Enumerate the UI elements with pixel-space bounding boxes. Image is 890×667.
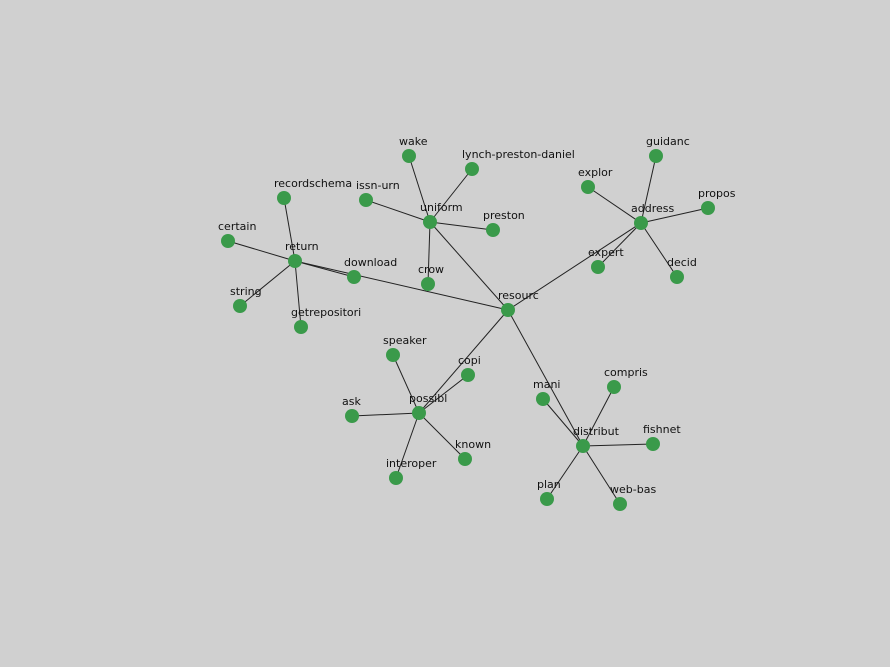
- node-label-ask: ask: [342, 395, 361, 408]
- node-label-possibl: possibl: [409, 392, 447, 405]
- node-label-decid: decid: [667, 256, 697, 269]
- edge-address-explor: [587, 186, 642, 224]
- node-guidanc[interactable]: [649, 149, 663, 163]
- node-label-fishnet: fishnet: [643, 423, 681, 436]
- edge-return-download: [294, 260, 355, 278]
- node-compris[interactable]: [607, 380, 621, 394]
- node-expert[interactable]: [591, 260, 605, 274]
- edge-distribut-mani: [542, 398, 584, 447]
- node-certain[interactable]: [221, 234, 235, 248]
- edge-distribut-fishnet: [582, 443, 654, 447]
- node-label-distribut: distribut: [573, 425, 620, 438]
- node-wake[interactable]: [402, 149, 416, 163]
- node-return[interactable]: [288, 254, 302, 268]
- node-label-explor: explor: [578, 166, 613, 179]
- node-string[interactable]: [233, 299, 247, 313]
- node-address[interactable]: [634, 216, 648, 230]
- node-label-speaker: speaker: [383, 334, 427, 347]
- edge-address-propos: [640, 207, 709, 224]
- edge-resourc-possibl: [418, 309, 509, 414]
- edge-resourc-uniform: [429, 221, 509, 311]
- node-ask[interactable]: [345, 409, 359, 423]
- node-label-getrepositori: getrepositori: [291, 306, 361, 319]
- node-label-download: download: [344, 256, 397, 269]
- edge-uniform-issn-urn: [365, 199, 431, 223]
- node-label-issn-urn: issn-urn: [356, 179, 400, 192]
- edge-possibl-known: [418, 412, 466, 460]
- edge-return-recordschema: [283, 197, 296, 262]
- node-label-plan: plan: [537, 478, 561, 491]
- node-explor[interactable]: [581, 180, 595, 194]
- edge-possibl-speaker: [392, 354, 420, 414]
- graph-nodes: [221, 149, 715, 511]
- edge-resourc-distribut: [507, 309, 584, 447]
- node-fishnet[interactable]: [646, 437, 660, 451]
- edge-possibl-ask: [351, 412, 420, 417]
- node-label-compris: compris: [604, 366, 648, 379]
- node-label-return: return: [285, 240, 319, 253]
- node-lynch-preston-daniel[interactable]: [465, 162, 479, 176]
- edge-address-expert: [597, 222, 642, 268]
- edge-resourc-return: [294, 260, 509, 311]
- edge-address-guidanc: [640, 155, 657, 224]
- node-issn-urn[interactable]: [359, 193, 373, 207]
- node-label-web-bas: web-bas: [610, 483, 656, 496]
- node-label-copi: copi: [458, 354, 481, 367]
- graph-edges: [227, 155, 709, 505]
- node-recordschema[interactable]: [277, 191, 291, 205]
- node-crow[interactable]: [421, 277, 435, 291]
- node-download[interactable]: [347, 270, 361, 284]
- node-known[interactable]: [458, 452, 472, 466]
- node-copi[interactable]: [461, 368, 475, 382]
- edge-uniform-wake: [408, 155, 431, 223]
- node-label-expert: expert: [588, 246, 624, 259]
- edge-distribut-compris: [582, 386, 615, 447]
- node-plan[interactable]: [540, 492, 554, 506]
- node-getrepositori[interactable]: [294, 320, 308, 334]
- node-preston[interactable]: [486, 223, 500, 237]
- node-mani[interactable]: [536, 392, 550, 406]
- node-decid[interactable]: [670, 270, 684, 284]
- edge-distribut-plan: [546, 445, 584, 500]
- edge-uniform-crow: [427, 221, 431, 285]
- edge-address-decid: [640, 222, 678, 278]
- node-speaker[interactable]: [386, 348, 400, 362]
- node-uniform[interactable]: [423, 215, 437, 229]
- graph-labels: resourc uniform wake lynch-preston-daniel is…: [218, 135, 736, 496]
- node-label-recordschema: recordschema: [274, 177, 352, 190]
- node-label-wake: wake: [399, 135, 428, 148]
- edge-uniform-preston: [429, 221, 494, 231]
- edge-possibl-interoper: [395, 412, 420, 479]
- node-label-preston: preston: [483, 209, 525, 222]
- node-label-mani: mani: [533, 378, 560, 391]
- node-distribut[interactable]: [576, 439, 590, 453]
- node-web-bas[interactable]: [613, 497, 627, 511]
- node-label-lynch-preston-daniel: lynch-preston-daniel: [462, 148, 575, 161]
- edge-distribut-web-bas: [582, 445, 621, 505]
- node-label-crow: crow: [418, 263, 444, 276]
- node-label-known: known: [455, 438, 491, 451]
- node-label-resourc: resourc: [498, 289, 539, 302]
- node-propos[interactable]: [701, 201, 715, 215]
- edge-possibl-copi: [418, 374, 469, 414]
- edge-resourc-address: [507, 222, 642, 311]
- node-label-propos: propos: [698, 187, 736, 200]
- node-possibl[interactable]: [412, 406, 426, 420]
- edge-return-certain: [227, 240, 296, 262]
- node-label-certain: certain: [218, 220, 256, 233]
- edge-return-getrepositori: [294, 260, 302, 328]
- node-label-address: address: [631, 202, 674, 215]
- edge-uniform-lynch-preston-daniel: [429, 168, 473, 223]
- node-label-uniform: uniform: [420, 201, 463, 214]
- node-label-string: string: [230, 285, 262, 298]
- node-interoper[interactable]: [389, 471, 403, 485]
- node-label-guidanc: guidanc: [646, 135, 690, 148]
- node-resourc[interactable]: [501, 303, 515, 317]
- node-label-interoper: interoper: [386, 457, 437, 470]
- edge-return-string: [239, 260, 296, 307]
